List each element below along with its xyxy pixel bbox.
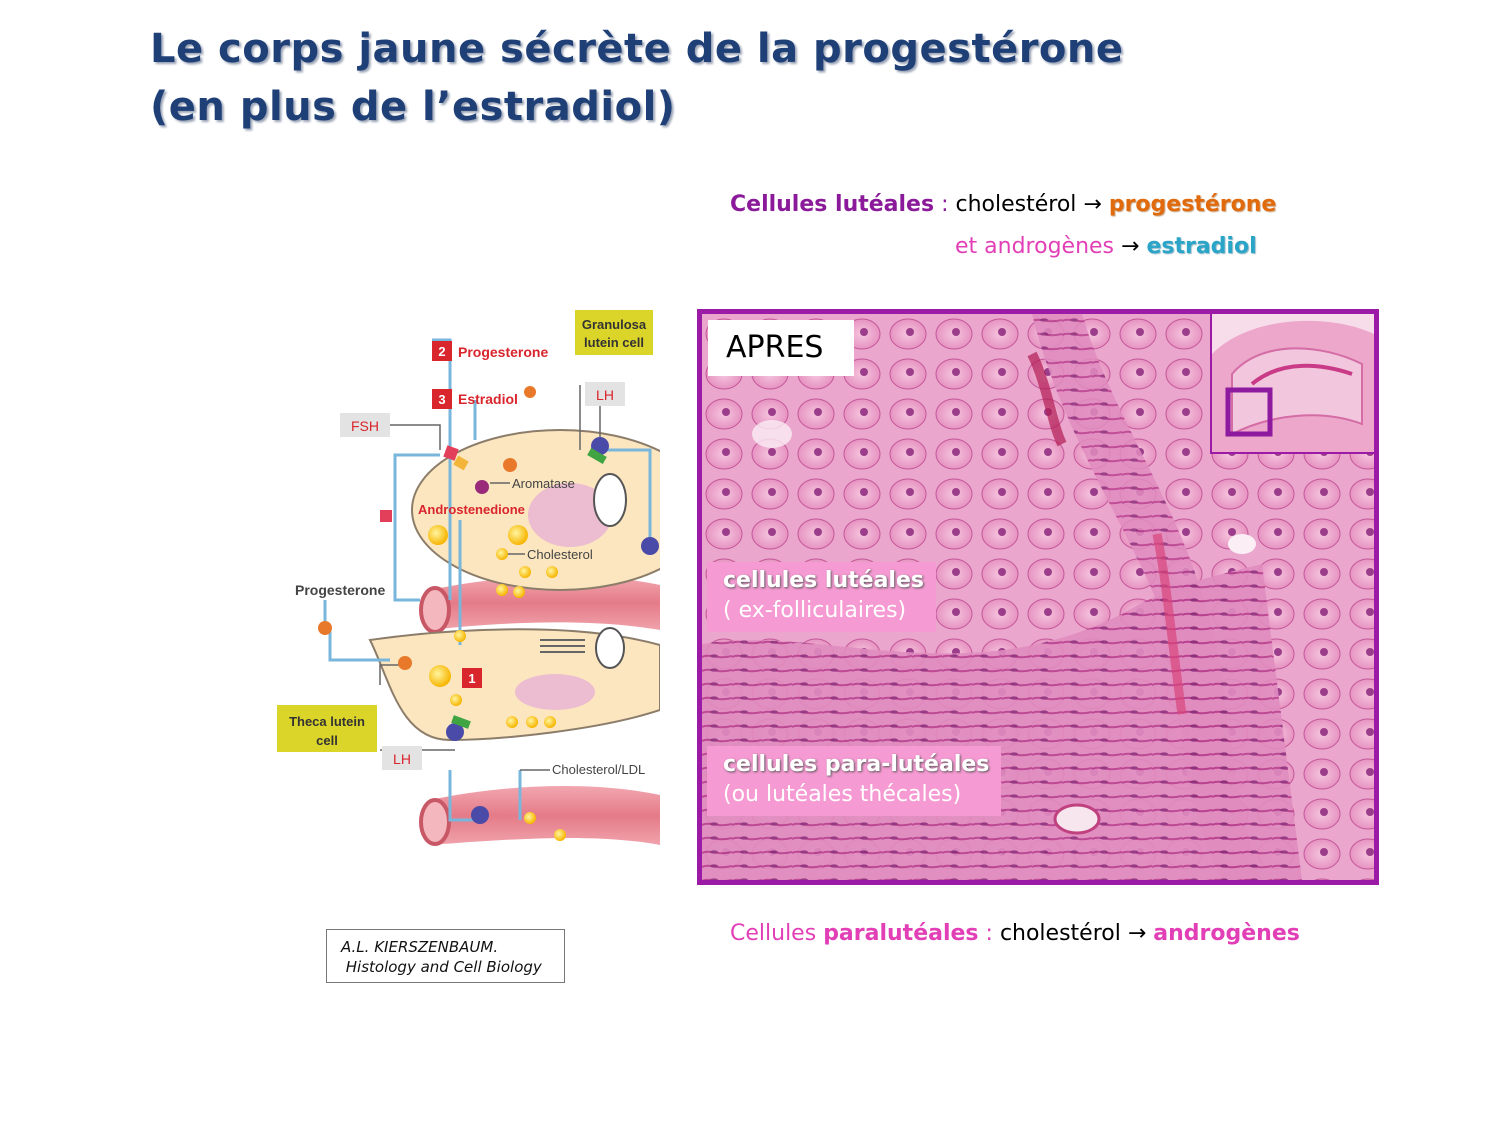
vessel-opening-bottom (419, 798, 451, 846)
theca-lutein-cell (368, 628, 660, 742)
blood-vessel-top (430, 575, 660, 630)
arrow-symbol: → (1127, 921, 1147, 946)
luteal-cells-label-line1: cellules lutéales (723, 568, 924, 593)
aromatase-label: Aromatase (512, 476, 575, 491)
lh-top-box (585, 382, 625, 406)
cholesterol-term: cholestérol (999, 921, 1121, 946)
slide-title: Le corps jaune sécrète de la progestéron… (150, 20, 1350, 136)
mitochondrion-icon (593, 473, 627, 527)
slide-title-line1: Le corps jaune sécrète de la progestéron… (150, 26, 1124, 72)
lh-bottom-box (382, 746, 422, 770)
colon: : (934, 192, 956, 217)
cells-term: Cellules (730, 921, 817, 946)
granulosa-nucleus (528, 483, 612, 547)
androstenedione-label: Androstenedione (418, 502, 525, 517)
luteal-cells-term: Cellules lutéales (730, 192, 935, 217)
arrow-symbol: → (1083, 192, 1102, 217)
num1-badge (462, 668, 482, 688)
luteal-cells-summary: Cellules lutéales : cholestérol → proges… (730, 192, 1276, 217)
fsh-label: FSH (351, 418, 379, 434)
cholesterol-ldl-label: Cholesterol/LDL (552, 762, 645, 777)
theca-label: Theca lutein (289, 714, 365, 729)
overview-inset (1210, 314, 1374, 454)
lh-receptor-dots (446, 437, 659, 824)
luteal-cells-label: cellules lutéales ( ex-folliculaires) (707, 562, 936, 632)
slide-title-line2: (en plus de l’estradiol) (150, 84, 676, 130)
citation-author: A.L. KIERSZENBAUM. (341, 938, 499, 956)
lh-top-label: LH (596, 387, 614, 403)
paraluteal-term: paralutéales (823, 921, 979, 946)
lh-bottom-label: LH (393, 751, 411, 767)
arrow-symbol: → (1121, 234, 1140, 259)
paraluteal-cells-label-line2: (ou lutéales thécales) (723, 782, 962, 807)
corpus-luteum-diagram: Granulosa lutein cell 2 Progesterone 3 E… (277, 310, 660, 846)
paraluteal-cells-summary: Cellules paralutéales : cholestérol → an… (730, 921, 1300, 946)
granulosa-label: Granulosa (582, 317, 647, 332)
blood-vessel-bottom (430, 785, 660, 845)
granulosa-label-2: lutein cell (584, 335, 644, 350)
androgen-conversion-line: et androgènes → estradiol (955, 234, 1257, 259)
cholesterol-label: Cholesterol (527, 547, 593, 562)
paraluteal-cells-label-line1: cellules para-lutéales (723, 752, 990, 777)
estradiol-term: estradiol (1146, 234, 1257, 259)
cholesterol-term: cholestérol (955, 192, 1077, 217)
progesterone-term: progestérone (1108, 192, 1277, 217)
progesterone-top-label: Progesterone (458, 344, 548, 360)
theca-nucleus (515, 674, 595, 710)
fsh-box (340, 413, 390, 437)
granulosa-label-box (575, 310, 653, 355)
theca-label-2: cell (316, 733, 338, 748)
estradiol-label: Estradiol (458, 391, 518, 407)
vessel-opening-top (419, 586, 451, 634)
num2-badge (432, 341, 452, 361)
endoplasmic-reticulum-icon (540, 639, 585, 653)
androgens-product-term: androgènes (1153, 921, 1300, 946)
progesterone-dots (318, 386, 536, 670)
num3-label: 3 (438, 392, 445, 407)
aromatase-enzyme (475, 480, 489, 494)
citation-box: A.L. KIERSZENBAUM. Histology and Cell Bi… (326, 929, 565, 983)
histology-micrograph: APRES cellules lutéales ( ex-folliculair… (697, 309, 1379, 885)
num3-badge (432, 389, 452, 409)
colon: : (978, 921, 1000, 946)
apres-label: APRES (708, 320, 854, 376)
mitochondrion-icon (595, 627, 625, 669)
num2-label: 2 (438, 344, 445, 359)
luteal-cells-label-line2: ( ex-folliculaires) (723, 598, 907, 623)
overview-inset-image (1212, 314, 1374, 452)
citation-title: Histology and Cell Biology (341, 958, 542, 976)
num1-label: 1 (468, 671, 475, 686)
theca-label-box (277, 705, 377, 752)
inset-selection-box (1225, 387, 1273, 437)
progesterone-left-label: Progesterone (295, 582, 385, 598)
androgens-term: et androgènes (955, 234, 1115, 259)
paraluteal-cells-label: cellules para-lutéales (ou lutéales théc… (707, 746, 1002, 816)
receptor-markers (380, 445, 607, 729)
hormone-dots (428, 525, 566, 841)
